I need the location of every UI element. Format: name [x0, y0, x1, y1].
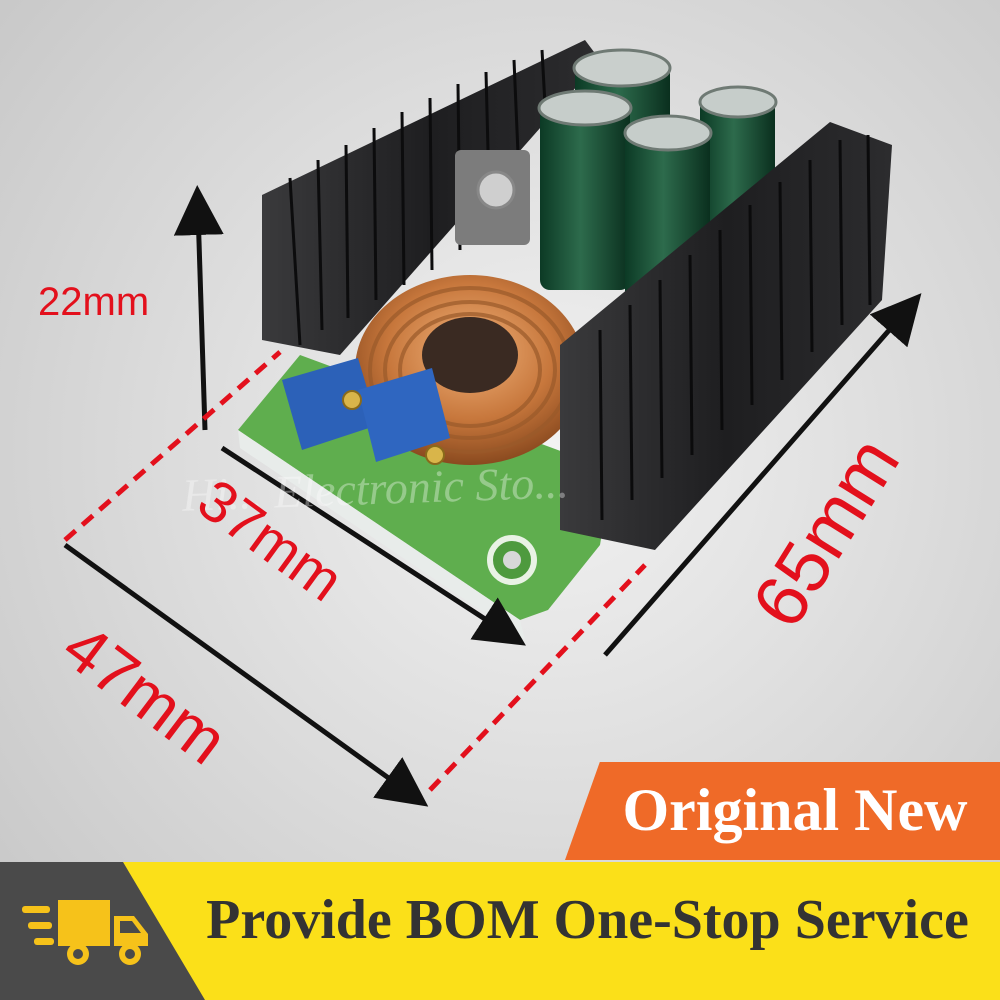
trimmer-potentiometers: [282, 358, 450, 465]
bom-service-text: Provide BOM One-Stop Service: [206, 889, 969, 951]
rear-heatsink: [262, 40, 600, 355]
dimension-lines: [63, 185, 922, 807]
original-new-banner: [565, 762, 1000, 860]
height-dimension-label: 22mm: [38, 280, 150, 324]
delivery-truck-icon: [22, 900, 148, 965]
front-heatsink: [560, 122, 892, 550]
original-new-text: Original New: [622, 777, 968, 843]
